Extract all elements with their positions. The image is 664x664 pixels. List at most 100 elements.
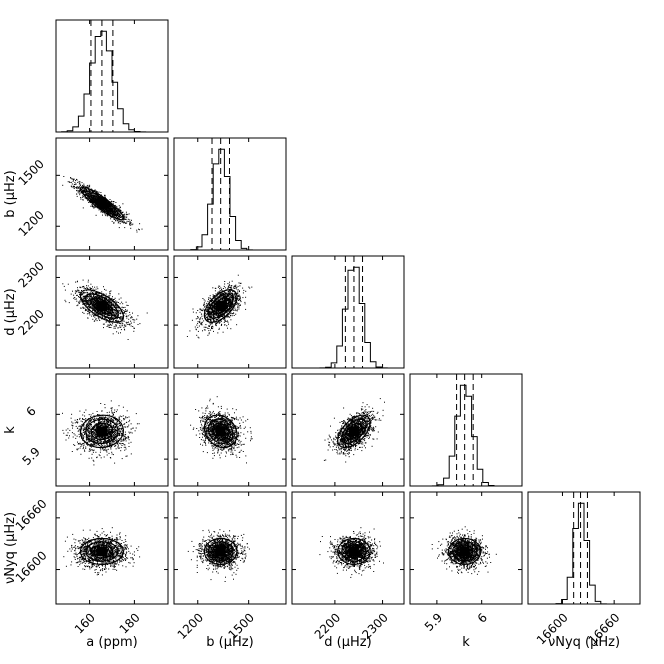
sample-point xyxy=(226,303,228,305)
sample-point xyxy=(80,184,82,186)
sample-point xyxy=(220,294,222,296)
sample-point xyxy=(113,209,114,211)
sample-point xyxy=(189,330,191,332)
sample-point xyxy=(96,292,98,294)
sample-point xyxy=(80,197,82,199)
sample-point xyxy=(104,194,106,196)
sample-point xyxy=(87,187,89,189)
sample-point xyxy=(228,323,229,325)
sample-point xyxy=(204,329,206,331)
sample-point xyxy=(70,293,72,295)
sample-point xyxy=(78,296,79,298)
sample-point xyxy=(113,325,115,327)
sample-point xyxy=(76,305,78,307)
sample-point xyxy=(227,291,229,293)
sample-point xyxy=(117,315,119,317)
sample-point xyxy=(217,315,219,317)
sample-point xyxy=(125,309,126,311)
sample-point xyxy=(126,310,128,312)
sample-point xyxy=(226,311,228,313)
sample-point xyxy=(217,321,219,322)
sample-point xyxy=(83,191,84,192)
sample-point xyxy=(214,314,216,316)
sample-point xyxy=(93,205,95,207)
sample-point xyxy=(87,429,89,431)
panel-frame xyxy=(55,137,169,251)
sample-point xyxy=(125,321,127,323)
sample-point xyxy=(90,292,92,294)
sample-point xyxy=(83,295,85,297)
sample-point xyxy=(102,313,104,315)
sample-point xyxy=(80,192,82,194)
sample-point xyxy=(213,310,215,312)
sample-point xyxy=(237,303,239,305)
sample-point xyxy=(106,444,108,446)
sample-point xyxy=(220,311,222,313)
sample-point xyxy=(105,297,107,299)
sample-point xyxy=(235,299,236,301)
sample-point xyxy=(229,302,231,304)
sample-point xyxy=(116,431,118,433)
sample-point xyxy=(81,286,83,288)
sample-point xyxy=(231,313,233,315)
sample-point xyxy=(93,294,95,296)
sample-point xyxy=(137,324,139,325)
sample-point xyxy=(232,308,234,310)
sample-point xyxy=(88,312,90,314)
sample-point xyxy=(91,204,93,206)
sample-point xyxy=(113,312,115,313)
sample-point xyxy=(95,288,97,290)
sample-point xyxy=(210,329,212,331)
sample-point xyxy=(224,311,226,312)
sample-point xyxy=(94,296,96,298)
sample-point xyxy=(114,212,116,214)
sample-point xyxy=(90,419,91,421)
sample-point xyxy=(67,181,69,183)
sample-point xyxy=(96,296,98,298)
sample-point xyxy=(81,290,82,291)
sample-point xyxy=(107,205,109,207)
sample-point xyxy=(106,298,108,299)
sample-point xyxy=(114,206,116,208)
sample-point xyxy=(228,299,230,301)
sample-point xyxy=(238,300,240,301)
sample-point xyxy=(227,283,229,285)
sample-point xyxy=(238,294,240,296)
sample-point xyxy=(89,192,91,194)
sample-point xyxy=(72,180,74,182)
sample-point xyxy=(112,296,113,298)
sample-point xyxy=(109,207,110,209)
sample-point xyxy=(130,223,132,225)
sample-point xyxy=(111,408,113,410)
sample-point xyxy=(110,447,112,449)
sample-point xyxy=(73,185,75,187)
sample-point xyxy=(212,294,214,296)
sample-point xyxy=(85,426,87,428)
sample-point xyxy=(230,303,232,305)
sample-point xyxy=(82,185,84,187)
sample-point xyxy=(199,320,201,322)
sample-point xyxy=(208,330,210,332)
sample-point xyxy=(206,310,208,312)
sample-point xyxy=(119,325,121,327)
sample-point xyxy=(117,320,119,322)
sample-point xyxy=(112,439,114,441)
sample-point xyxy=(110,208,112,210)
sample-point xyxy=(123,437,125,439)
sample-point xyxy=(229,291,231,293)
sample-point xyxy=(100,403,102,404)
sample-point xyxy=(229,287,231,288)
sample-point xyxy=(196,334,198,336)
sample-point xyxy=(107,433,109,435)
sample-point xyxy=(76,294,78,296)
sample-point xyxy=(111,432,112,434)
sample-point xyxy=(125,214,127,216)
sample-point xyxy=(114,316,116,317)
sample-point xyxy=(132,312,133,314)
sample-point xyxy=(94,289,95,291)
sample-point xyxy=(216,322,218,324)
sample-point xyxy=(113,313,115,315)
sample-point xyxy=(229,292,231,294)
sample-point xyxy=(78,302,80,304)
sample-point xyxy=(126,220,128,222)
